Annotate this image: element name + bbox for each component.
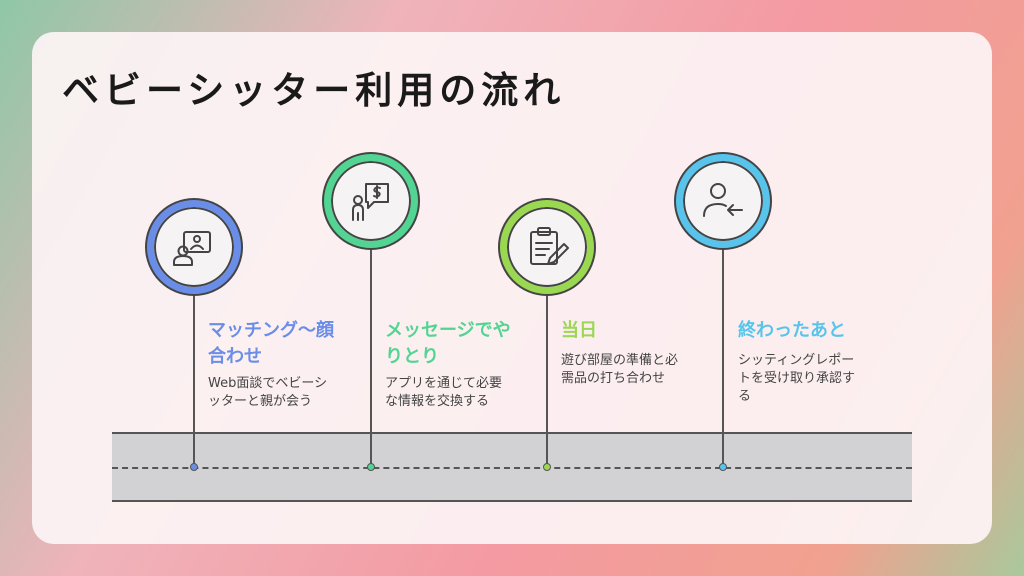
page-title: ベビーシッター利用の流れ (62, 69, 566, 112)
step-4-dot (719, 463, 727, 471)
step-4-circle (676, 154, 770, 248)
step-1-title-line-1: マッチング〜顔 (208, 320, 334, 341)
step-2-description: アプリを通じて必要 な情報を交換する (385, 375, 535, 411)
step-3-desc-line-1: 遊び部屋の準備と必 (561, 353, 679, 368)
clipboard-pencil-icon (530, 227, 569, 265)
step-4-title: 終わったあと (738, 318, 898, 344)
step-1-title: マッチング〜顔 合わせ (208, 318, 368, 370)
step-2-title: メッセージでや りとり (385, 318, 545, 370)
step-1-description: Web面談でベビーシ ッターと親が会う (208, 375, 358, 411)
step-4-desc-line-2: トを受け取り承認す (738, 371, 856, 386)
step-3-title: 当日 (561, 318, 721, 344)
step-4-title-line-1: 終わったあと (738, 320, 846, 341)
step-3-description: 遊び部屋の準備と必 需品の打ち合わせ (561, 352, 711, 388)
step-2-title-line-1: メッセージでや (385, 320, 511, 341)
step-2-desc-line-1: アプリを通じて必要 (385, 376, 503, 391)
step-2-dot (367, 463, 375, 471)
road-center-line (112, 467, 912, 469)
step-1-stem (193, 292, 195, 467)
timeline-road (112, 432, 912, 502)
step-3-title-line-1: 当日 (561, 320, 597, 341)
step-3-stem (546, 292, 548, 467)
step-4-description: シッティングレポー トを受け取り承認す る (738, 352, 888, 406)
step-2-circle (324, 154, 418, 248)
step-1-title-line-2: 合わせ (208, 346, 262, 367)
step-3-dot (543, 463, 551, 471)
step-3-circle (500, 200, 594, 294)
step-3-desc-line-2: 需品の打ち合わせ (561, 371, 666, 386)
video-call-user-icon (173, 231, 211, 266)
step-1-desc-line-1: Web面談でベビーシ (208, 376, 328, 391)
user-arrow-icon (703, 183, 743, 217)
chat-dollar-icon (352, 183, 389, 221)
step-2-stem (370, 246, 372, 467)
step-4-desc-line-3: る (738, 389, 752, 404)
step-4-desc-line-1: シッティングレポー (738, 353, 855, 368)
step-2-desc-line-2: な情報を交換する (385, 394, 490, 409)
step-1-desc-line-2: ッターと親が会う (208, 394, 313, 409)
step-1-dot (190, 463, 198, 471)
step-2-title-line-2: りとり (385, 346, 439, 367)
step-1-circle (147, 200, 241, 294)
step-4-stem (722, 246, 724, 467)
